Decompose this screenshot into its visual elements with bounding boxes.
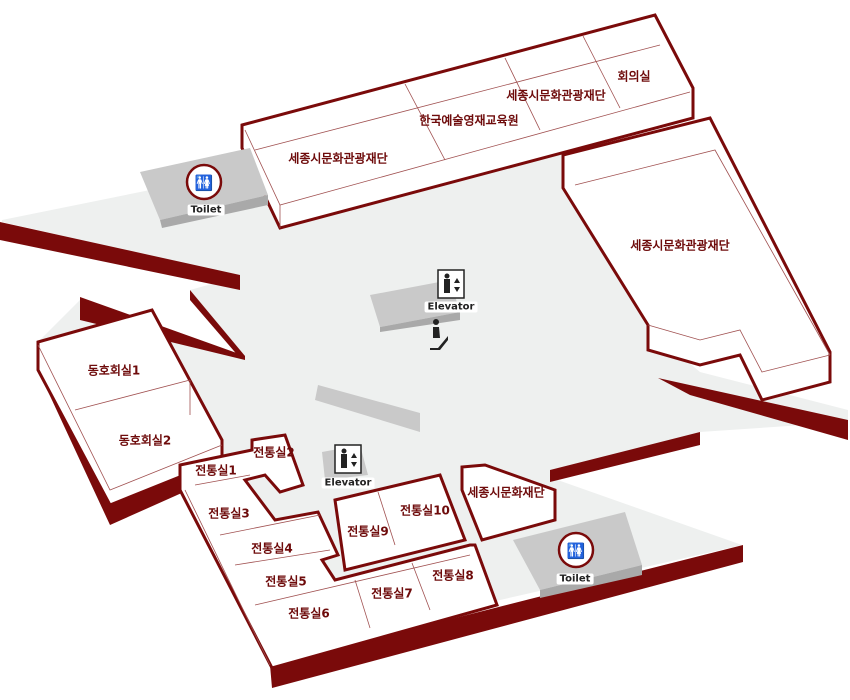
elevator-label: Elevator	[321, 477, 375, 489]
toilet-icon: 🚻	[185, 163, 223, 201]
floor-edge	[0, 222, 240, 290]
floor-edge	[658, 378, 848, 440]
floor-edge	[190, 290, 245, 358]
svg-text:🚻: 🚻	[195, 174, 214, 192]
room-label[interactable]: 세종시문화관광재단	[288, 151, 388, 166]
toilet-label: Toilet	[556, 573, 594, 585]
room-label[interactable]: 전통실3	[208, 506, 250, 521]
floor-edge	[550, 432, 700, 482]
culture-foundation-room	[460, 463, 557, 542]
stairs-block	[315, 385, 420, 432]
elevator-icon	[334, 444, 362, 474]
room-label[interactable]: 회의실	[617, 69, 651, 84]
traditional-rooms-block	[178, 433, 499, 670]
right-building	[561, 116, 832, 402]
room-label[interactable]: 동호회실1	[87, 363, 141, 378]
room-label[interactable]: 전통실7	[371, 586, 413, 601]
room-label[interactable]: 세종시문화재단	[467, 485, 545, 500]
escalator-icon	[430, 319, 448, 350]
toilet-label: Toilet	[187, 204, 225, 216]
room-label[interactable]: 전통실4	[251, 541, 293, 556]
room-label[interactable]: 동호회실2	[118, 433, 172, 448]
room-label[interactable]: 전통실8	[432, 568, 474, 583]
room-label[interactable]: 전통실10	[400, 503, 450, 518]
elevator-icon	[437, 269, 465, 299]
room-label[interactable]: 전통실1	[195, 463, 237, 478]
toilet-icon: 🚻	[557, 531, 595, 569]
top-building	[240, 13, 695, 230]
floor-edge	[270, 545, 743, 688]
floor	[2, 150, 848, 667]
room-label[interactable]: 전통실2	[253, 445, 295, 460]
svg-text:🚻: 🚻	[567, 542, 586, 560]
room-label[interactable]: 한국예술영재교육원	[419, 113, 519, 128]
room-label[interactable]: 세종시문화관광재단	[506, 88, 606, 103]
jeontong-9-10-block	[333, 473, 468, 572]
elevator-label: Elevator	[424, 301, 478, 313]
room-label[interactable]: 전통실5	[265, 574, 307, 589]
room-label[interactable]: 세종시문화관광재단	[630, 238, 730, 253]
room-label[interactable]: 전통실9	[347, 524, 389, 539]
room-label[interactable]: 전통실6	[288, 606, 330, 621]
